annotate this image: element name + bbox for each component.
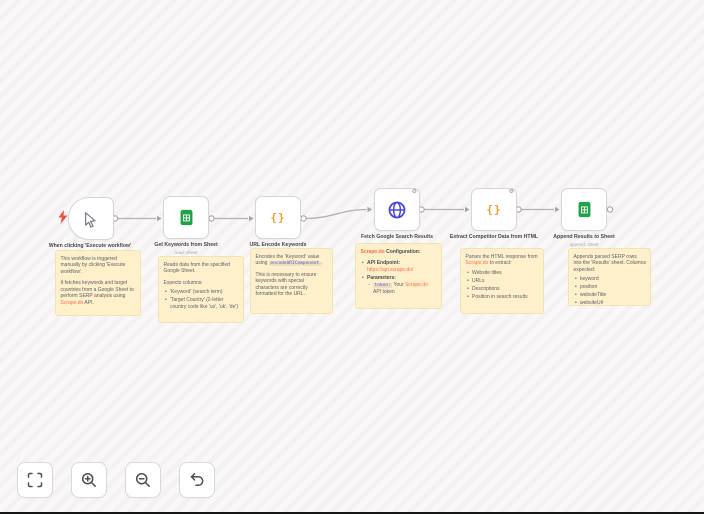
node-title-text: When clicking 'Execute workflow' [48,243,132,249]
note-list-item: URLs [467,278,539,285]
magnifier-minus-icon [135,472,150,487]
node-fetch-google-search-results[interactable]: ⚙ [374,188,420,231]
gear-icon: ⚙ [411,189,417,195]
gear-icon: ⚙ [508,189,514,195]
sticky-note-extract[interactable]: Parses the HTML response from Scrape.do … [460,248,544,314]
note-text: Encodes the 'Keyword' value using encode… [255,253,323,266]
node-title: Fetch Google Search Results [347,234,447,241]
canvas-toolbar [17,462,215,498]
note-list-item: keyword [575,276,646,283]
node-title-text: Extract Competitor Data from HTML [449,234,539,240]
note-heading: Scrape.do Configuration: [360,248,421,255]
note-list: Website titles URLs Descriptions Positio… [466,270,540,301]
node-title: Extract Competitor Data from HTML [444,234,544,241]
api-endpoint-link[interactable]: https://api.scrape.do/ [367,266,414,273]
sticky-note-encode[interactable]: Encodes the 'Keyword' value using encode… [250,248,333,314]
google-sheets-icon [180,209,192,226]
code-span: token: [373,283,393,288]
undo-button[interactable] [179,462,215,498]
node-title: Append Results to Sheet append: sheet [534,234,634,248]
note-text: This is necessary to ensure keywords wit… [255,271,317,298]
node-title-text: Get Keywords from Sheet [154,242,218,248]
note-list-item: Website titles [467,270,539,277]
note-list-item: Position in search results [467,294,539,301]
note-list: 'Keyword' (search term) 'Target Country'… [164,289,240,310]
scrape-do-link[interactable]: Scrape.do [465,260,489,266]
code-braces-icon: {} [270,211,286,224]
node-append-results-to-sheet[interactable] [561,188,607,231]
code-span: encodeURIComponent [268,261,321,266]
note-list-item: 'Keyword' (search term) [165,289,239,296]
sticky-note-trigger[interactable]: This workflow is triggered manually by c… [55,250,141,316]
note-list-item: 'Target Country' (2-letter country code … [165,297,239,310]
cursor-icon [84,211,96,228]
scrape-do-link[interactable]: Scrape.do [60,299,84,306]
node-title-text: Append Results to Sheet [553,234,615,240]
note-sublist-item: token: Your Scrape.do API token [368,282,437,295]
scrape-do-link[interactable]: Scrape.do [405,282,428,288]
node-subtitle: read: sheet [174,250,198,256]
node-title: URL Encode Keywords [228,242,328,249]
note-text: It fetches keywords and target countries… [60,280,134,306]
magnifier-plus-icon [81,472,96,487]
expand-icon [27,472,43,488]
note-text: Reads data from the specified Google She… [163,261,230,275]
node-title-text: Fetch Google Search Results [360,234,434,240]
node-extract-competitor-data[interactable]: ⚙ {} [471,188,517,231]
fit-view-button[interactable] [17,462,53,498]
node-url-encode-keywords[interactable]: {} [255,196,301,239]
node-title: When clicking 'Execute workflow' [40,243,140,250]
zoom-out-button[interactable] [125,462,161,498]
undo-arrow-icon [190,473,204,486]
code-braces-icon: {} [486,203,502,216]
scrape-do-link[interactable]: Scrape.do [360,248,385,255]
node-title: Get Keywords from Sheet read: sheet [136,242,236,256]
note-list: keyword position websiteTitle websiteUrl [574,276,647,305]
note-list-item: websiteTitle [575,292,646,299]
zoom-in-button[interactable] [71,462,107,498]
google-sheets-icon [578,201,590,218]
node-subtitle: append: sheet [569,242,599,248]
globe-icon [388,201,406,218]
note-list: API Endpoint:https://api.scrape.do/ Para… [361,260,438,295]
node-title-text: URL Encode Keywords [249,242,307,248]
note-text: Expects columns: [163,279,203,286]
note-list-item: API Endpoint:https://api.scrape.do/ [362,260,437,273]
node-manual-trigger[interactable] [68,197,114,240]
note-list-item: position [575,284,646,291]
sticky-note-append[interactable]: Appends parsed SERP rows into the 'Resul… [568,248,651,306]
note-list-item: Parameters: token: Your Scrape.do API to… [362,275,437,296]
note-text: Appends parsed SERP rows into the 'Resul… [573,253,647,273]
sticky-note-sheet[interactable]: Reads data from the specified Google She… [158,256,244,323]
lightning-bolt-icon [58,210,68,224]
note-text: Parses the HTML response from Scrape.do … [465,253,538,267]
note-text: This workflow is triggered manually by c… [60,255,126,275]
sticky-note-fetch-config[interactable]: Scrape.do Configuration: API Endpoint:ht… [355,243,442,309]
node-get-keywords-from-sheet[interactable] [163,196,209,239]
note-list-item: Descriptions [467,286,539,293]
note-list-item: websiteUrl [575,300,646,305]
